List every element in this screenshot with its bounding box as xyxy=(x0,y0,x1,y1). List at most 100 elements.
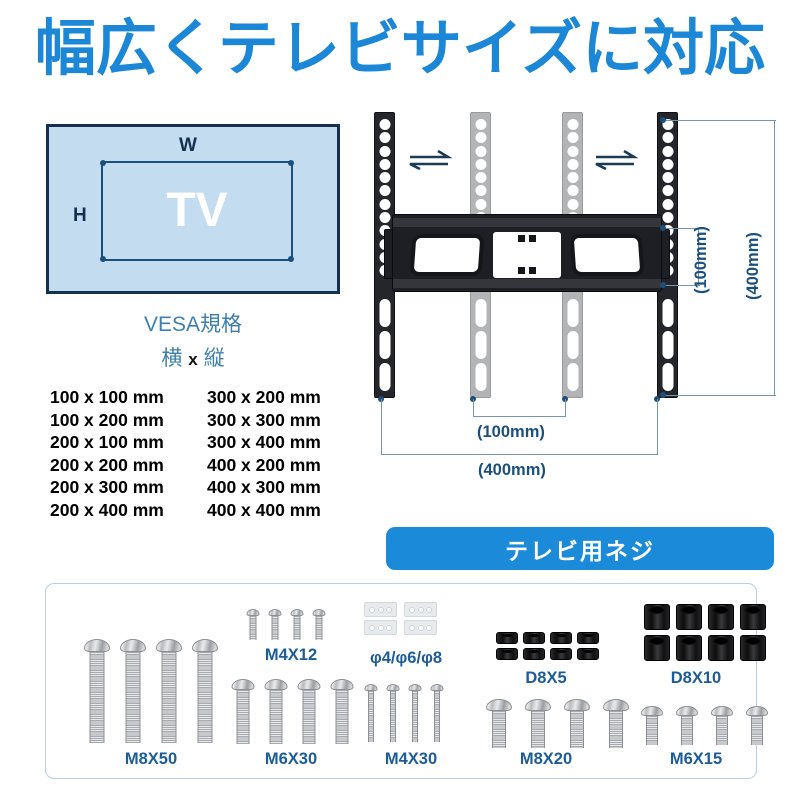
hardware-row xyxy=(364,684,443,743)
vesa-size-item: 200 x 400 mm xyxy=(50,499,164,520)
screw-icon xyxy=(156,639,182,744)
spacer-icon xyxy=(577,648,599,660)
hardware-row xyxy=(486,699,629,749)
hardware-label-m4x30: M4X30 xyxy=(384,750,438,768)
spacer-icon xyxy=(676,635,702,661)
dim-endpoint-dot xyxy=(660,282,666,288)
hardware-label-m6x15: M6X15 xyxy=(669,750,723,768)
spacer-icon xyxy=(740,635,766,661)
hardware-group-m8x20 xyxy=(486,699,629,749)
vesa-size-item: 200 x 300 mm xyxy=(50,477,164,498)
screw-icon xyxy=(84,639,110,744)
page-title: 幅広くテレビサイズに対応 xyxy=(34,14,766,82)
spacer-icon xyxy=(496,632,518,644)
spacer-icon xyxy=(644,604,670,630)
screw-icon xyxy=(746,706,768,746)
plate-tab xyxy=(529,267,536,274)
spacer-icon xyxy=(577,632,599,644)
screw-icon xyxy=(641,706,663,746)
hardware-group-d8x10 xyxy=(644,604,772,666)
hardware-group-m4x12 xyxy=(246,609,325,641)
vesa-size-item: 400 x 200 mm xyxy=(207,454,321,475)
spacer-icon xyxy=(740,604,766,630)
rail-slot-column xyxy=(475,299,486,391)
screw-icon xyxy=(711,706,733,746)
vesa-axis-caption: 横 x 縦 xyxy=(46,342,340,372)
screw-icon xyxy=(290,609,303,641)
spacer-icon xyxy=(523,632,545,644)
plate-window-left xyxy=(409,234,485,276)
screw-icon xyxy=(564,699,590,749)
axis-horizontal-label: 横 xyxy=(161,347,183,370)
vesa-size-item: 200 x 100 mm xyxy=(50,432,164,453)
plate-bottom-bar xyxy=(393,279,661,288)
dim-leader-line xyxy=(666,119,776,121)
hardware-label-washers: φ4/φ6/φ8 xyxy=(369,649,443,667)
hardware-label-d8x10: D8X10 xyxy=(670,669,722,687)
screw-icon xyxy=(676,706,698,746)
corner-dot-icon xyxy=(100,256,106,262)
hardware-row xyxy=(641,706,768,746)
washer-plate-icon xyxy=(364,602,397,617)
screw-icon xyxy=(603,699,629,749)
vesa-size-item: 300 x 400 mm xyxy=(207,432,321,453)
washer-plate-icon xyxy=(404,602,437,617)
hardware-group-m8x50 xyxy=(84,639,218,744)
rail-slot-column xyxy=(662,299,673,391)
hardware-group-washers xyxy=(364,602,440,638)
dim-leader-line xyxy=(666,284,700,286)
tv-height-label: H xyxy=(73,205,87,226)
screw-icon xyxy=(231,679,254,745)
screw-icon xyxy=(386,684,399,743)
screw-icon xyxy=(364,684,377,743)
plate-tab xyxy=(518,267,525,274)
spacer-icon xyxy=(550,648,572,660)
plate-left-ear xyxy=(384,229,393,279)
plate-right-ear xyxy=(661,229,670,279)
spacer-icon xyxy=(523,648,545,660)
double-arrow-icon xyxy=(595,150,638,170)
screw-icon xyxy=(297,679,320,745)
spacer-icon xyxy=(550,632,572,644)
plate-top-bar xyxy=(393,218,661,227)
dim-extension-line xyxy=(472,399,474,417)
screw-icon xyxy=(312,609,325,641)
screw-icon xyxy=(330,679,353,745)
dim-leader-line xyxy=(666,394,776,396)
screw-icon xyxy=(430,684,443,743)
corner-dot-icon xyxy=(288,160,294,166)
hardware-row xyxy=(231,679,353,745)
screw-icon xyxy=(246,609,259,641)
hardware-group-d8x5 xyxy=(496,632,604,664)
vesa-size-item: 100 x 200 mm xyxy=(50,409,164,430)
dim-extension-line xyxy=(698,227,700,286)
mount-horizontal-plate xyxy=(384,214,670,292)
dim-endpoint-dot xyxy=(660,117,666,123)
tv-width-label: W xyxy=(179,135,197,156)
plate-tab xyxy=(518,235,525,242)
dim-vertical-outer-label: (400mm) xyxy=(744,232,762,300)
dim-extension-line xyxy=(564,399,566,417)
corner-dot-icon xyxy=(288,256,294,262)
corner-dot-icon xyxy=(100,160,106,166)
screw-icon xyxy=(408,684,421,743)
spacer-icon xyxy=(676,604,702,630)
vesa-size-item: 400 x 300 mm xyxy=(207,477,321,498)
dim-leader-line xyxy=(666,227,700,229)
tv-screen-outline: TV xyxy=(100,160,294,262)
vesa-size-item: 200 x 200 mm xyxy=(50,454,164,475)
hardware-label-m8x50: M8X50 xyxy=(124,750,178,768)
spacer-icon xyxy=(644,635,670,661)
screw-icon xyxy=(120,639,146,744)
screw-icon xyxy=(268,609,281,641)
screw-icon xyxy=(264,679,287,745)
vesa-size-item: 300 x 200 mm xyxy=(207,387,321,407)
axis-multiply-symbol: x xyxy=(188,350,198,369)
banner-label: テレビ用ネジ xyxy=(505,537,655,564)
hardware-group-m4x30 xyxy=(364,684,443,743)
spacer-icon xyxy=(708,604,734,630)
dim-base-line xyxy=(380,454,658,456)
tv-screen-label: TV xyxy=(166,184,228,237)
axis-vertical-label: 縦 xyxy=(203,347,225,370)
